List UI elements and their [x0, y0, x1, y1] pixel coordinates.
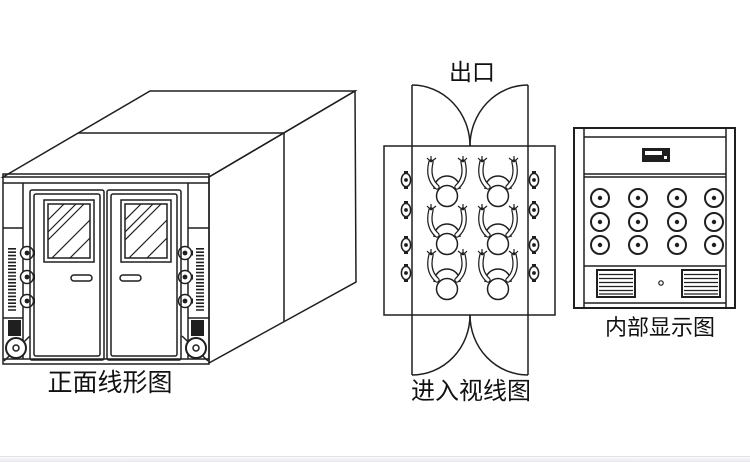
person-figure	[427, 249, 467, 300]
internal-view-drawing	[573, 127, 736, 309]
panel-nozzle-icon	[590, 188, 610, 208]
wall-nozzle-icon	[400, 263, 412, 283]
cabinet-front-face	[2, 173, 210, 365]
vent-grilles	[596, 269, 721, 298]
bottom-bar	[0, 456, 750, 462]
left-nozzle-icon	[19, 293, 36, 309]
entry-view-label: 进入视线图	[411, 377, 531, 405]
wall-nozzle-icon	[528, 200, 540, 220]
wall-nozzle-icon	[528, 235, 540, 255]
left-nozzle-icon	[19, 245, 36, 261]
vent-grille-icon	[596, 269, 636, 298]
left-spring-hinge	[8, 245, 36, 312]
left-door	[29, 189, 105, 361]
cabinet-top-face	[0, 90, 358, 178]
front-view-drawing	[0, 89, 358, 365]
right-spring-hinge	[177, 245, 204, 312]
person-figure	[478, 204, 518, 255]
entry-door-swings	[411, 314, 529, 376]
right-door	[106, 189, 182, 361]
wall-nozzle-icon	[528, 263, 540, 283]
right-door-handle	[119, 274, 142, 282]
panel-nozzle-icon	[628, 212, 648, 232]
panel-nozzle-icon	[590, 212, 610, 232]
right-caster-wheel	[181, 320, 209, 362]
wall-nozzle-icon	[528, 170, 540, 190]
right-door-window	[120, 199, 172, 263]
shower-chamber-outline	[383, 145, 556, 316]
panel-frame	[573, 127, 736, 309]
person-figures	[427, 156, 518, 300]
left-door-window	[43, 199, 95, 263]
left-nozzle-icon	[19, 269, 36, 285]
panel-nozzle-icon	[704, 188, 724, 208]
nozzle-grid	[590, 188, 724, 255]
entry-view-drawing	[383, 84, 556, 376]
vent-grille-icon	[681, 269, 721, 298]
panel-nozzle-icon	[628, 235, 648, 255]
person-figure	[478, 156, 518, 207]
left-door-handle	[70, 274, 93, 282]
cabinet-side-face	[208, 89, 357, 365]
front-view-label: 正面线形图	[47, 368, 173, 397]
exit-door-swings	[411, 84, 529, 375]
right-wall-nozzles	[528, 170, 540, 283]
left-caster-wheel	[3, 320, 31, 362]
panel-nozzle-icon	[704, 212, 724, 232]
wall-nozzle-icon	[400, 170, 412, 190]
internal-view-label: 内部显示图	[605, 316, 716, 341]
person-figure	[427, 156, 467, 207]
panel-nozzle-icon	[628, 188, 648, 208]
panel-nozzle-icon	[704, 235, 724, 255]
wall-nozzle-icon	[400, 235, 412, 255]
wall-nozzle-icon	[400, 200, 412, 220]
person-figure	[478, 249, 518, 300]
exit-label: 出口	[449, 60, 495, 86]
panel-nozzle-icon	[667, 235, 687, 255]
screw-dot-icon	[658, 280, 664, 286]
left-wall-nozzles	[400, 170, 412, 283]
control-display	[642, 148, 670, 162]
person-figure	[427, 204, 467, 255]
panel-nozzle-icon	[590, 235, 610, 255]
panel-nozzle-icon	[667, 212, 687, 232]
panel-nozzle-icon	[667, 188, 687, 208]
